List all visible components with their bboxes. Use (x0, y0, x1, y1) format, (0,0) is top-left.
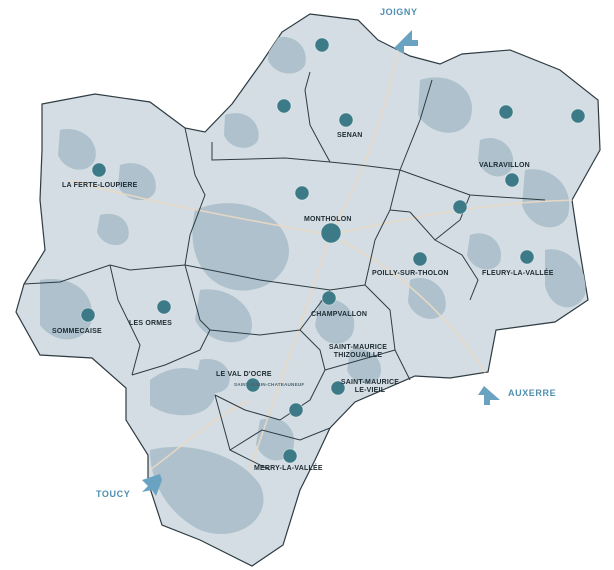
arrow-joigny (394, 30, 418, 54)
commune-label-saint-maurice-thizouaille: SAINT-MAURICE THIZOUAILLE (328, 344, 388, 359)
arrow-toucy (142, 474, 162, 496)
commune-label-champvallon: CHAMPVALLON (311, 311, 368, 318)
commune-label-sommecaise: SOMMECAISE (52, 328, 102, 335)
commune-label-merry-la-vallee: MERRY-LA-VALLÉE (254, 465, 323, 472)
direction-label-toucy: TOUCY (96, 489, 131, 499)
commune-label-senan: SENAN (337, 132, 363, 139)
direction-label-joigny: JOIGNY (380, 7, 418, 17)
commune-label-saint-aubin: SAINT-AUBIN-CHATEAUNEUF (234, 382, 305, 387)
direction-arrows (142, 30, 500, 496)
village-markers (80, 37, 586, 464)
commune-label-poilly-sur-tholon: POILLY-SUR-THOLON (372, 270, 449, 277)
commune-label-montholon: MONTHOLON (304, 216, 352, 223)
commune-label-les-ormes: LES ORMES (129, 320, 173, 327)
direction-label-auxerre: AUXERRE (508, 388, 557, 398)
arrow-auxerre (478, 386, 500, 405)
commune-label-fleury-la-vallee: FLEURY-LA-VALLÉE (482, 270, 554, 277)
commune-label-valravillon: VALRAVILLON (479, 162, 530, 169)
forest-patches (40, 36, 586, 534)
commune-label-la-ferte-loupiere: LA FERTE-LOUPIERE (62, 182, 138, 189)
commune-label-le-val-d-ocre: LE VAL D'OCRE (216, 371, 272, 378)
commune-label-saint-maurice-le-vieil: SAINT-MAURICE LE-VIEIL (340, 379, 400, 395)
land-area (15, 13, 601, 567)
